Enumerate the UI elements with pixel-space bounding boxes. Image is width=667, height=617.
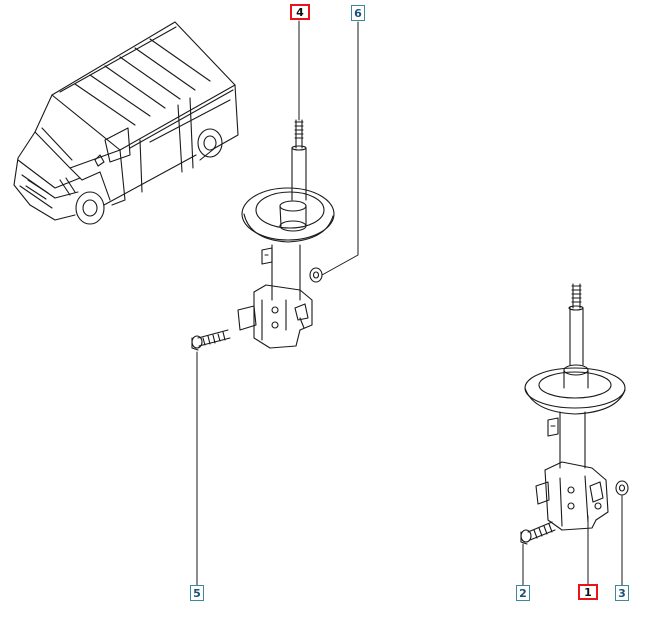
callout-5[interactable]: 5	[190, 585, 204, 601]
callout-3[interactable]: 3	[615, 585, 629, 601]
callout-1[interactable]: 1	[578, 584, 598, 600]
callout-6[interactable]: 6	[351, 5, 365, 21]
strut-assembly-4	[191, 119, 335, 351]
washer	[615, 480, 629, 496]
bolt	[520, 521, 556, 545]
bolt	[191, 329, 231, 351]
strut-assembly-1	[520, 283, 629, 545]
leader-lines	[196, 20, 623, 586]
callout-4[interactable]: 4	[290, 4, 310, 20]
callout-2[interactable]: 2	[516, 585, 530, 601]
van-illustration	[13, 21, 239, 225]
